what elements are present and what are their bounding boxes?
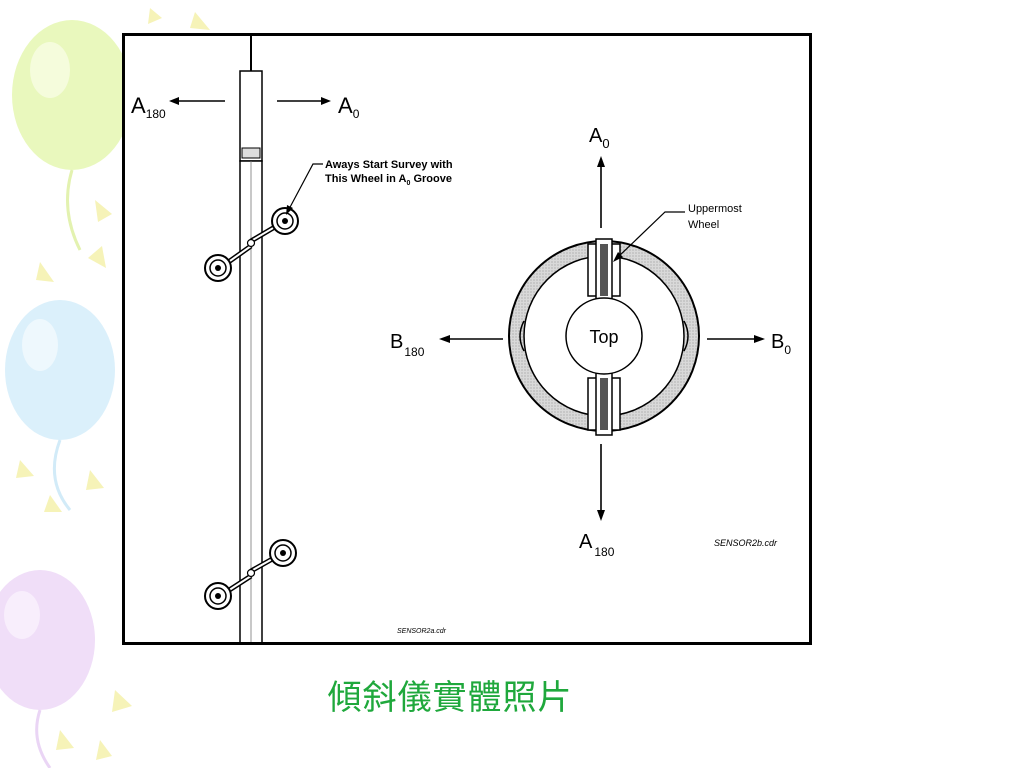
probe-upper-wheel-assembly bbox=[204, 207, 299, 282]
probe-a0-arrow bbox=[277, 97, 331, 105]
inclinometer-diagram: A180 A0 Aways Start Survey with This Whe… bbox=[131, 36, 791, 642]
casing-groove-b180 bbox=[519, 320, 525, 352]
probe-note-line1: Aways Start Survey with bbox=[325, 159, 453, 171]
top-view-b0-arrow bbox=[707, 335, 765, 343]
probe-top-circle bbox=[565, 297, 643, 375]
sparkle-decoration bbox=[16, 8, 210, 760]
probe-file-label: SENSOR2a.cdr bbox=[397, 628, 447, 635]
top-view-label-b0: B0 bbox=[771, 331, 791, 357]
probe-a180-arrow bbox=[169, 97, 225, 105]
top-view-label-b180: B180 bbox=[390, 331, 425, 359]
top-view-label-a0: A0 bbox=[589, 125, 610, 151]
uppermost-wheel-note-line1: Uppermost bbox=[688, 203, 742, 215]
inclinometer-figure: A180 A0 Aways Start Survey with This Whe… bbox=[122, 33, 812, 645]
top-view-b180-arrow bbox=[439, 335, 503, 343]
probe-label-a0: A0 bbox=[338, 93, 360, 121]
probe-lower-wheel-assembly bbox=[204, 539, 297, 610]
probe-note-line2: This Wheel in A0 Groove bbox=[325, 173, 452, 187]
uppermost-wheel-note-line2: Wheel bbox=[688, 219, 719, 231]
balloon-purple-decoration bbox=[0, 570, 95, 768]
casing-groove-b0 bbox=[683, 320, 689, 352]
probe-note-leader bbox=[287, 163, 323, 212]
uppermost-wheel-leader bbox=[616, 211, 685, 259]
top-view-a0-arrow bbox=[597, 156, 605, 228]
figure-caption: 傾斜儀實體照片 bbox=[327, 678, 573, 718]
top-label: Top bbox=[589, 327, 618, 347]
probe-label-a180: A180 bbox=[131, 93, 166, 121]
probe-side-view: A180 A0 Aways Start Survey with This Whe… bbox=[131, 36, 453, 642]
lower-wheel-top-view bbox=[587, 372, 621, 436]
top-view-file-label: SENSOR2b.cdr bbox=[714, 538, 778, 548]
balloon-blue-decoration bbox=[5, 300, 115, 511]
balloon-green-decoration bbox=[12, 20, 132, 251]
uppermost-wheel bbox=[587, 238, 621, 302]
top-view-a180-arrow bbox=[597, 444, 605, 521]
